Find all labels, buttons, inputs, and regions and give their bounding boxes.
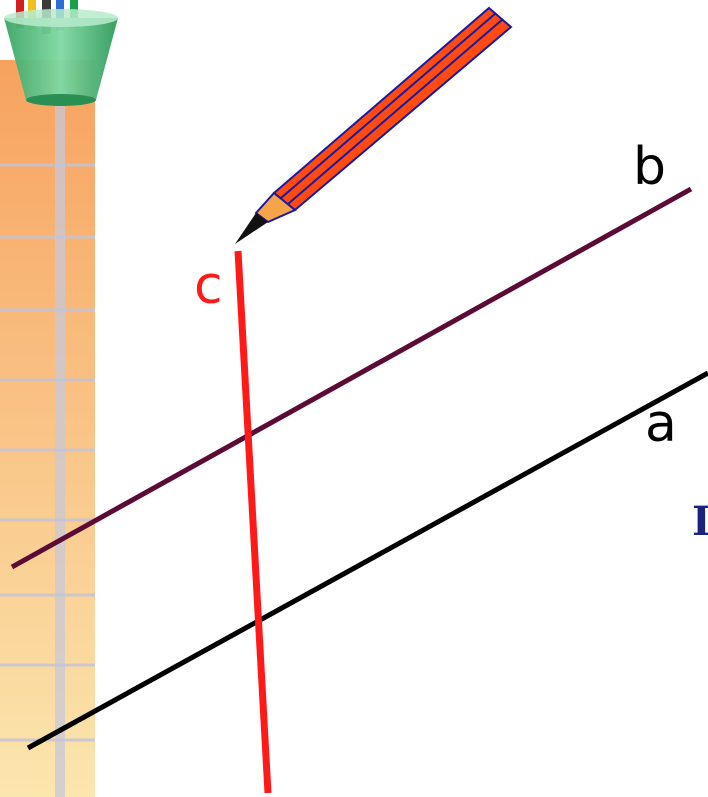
label-a: a bbox=[645, 394, 677, 454]
decorative-ruler-strip bbox=[0, 60, 95, 797]
pencil-cup-icon bbox=[4, 0, 118, 106]
line-c bbox=[234, 250, 272, 794]
label-c: c bbox=[194, 256, 223, 316]
line-b bbox=[10, 186, 693, 570]
line-a bbox=[26, 370, 708, 751]
pencil-icon bbox=[235, 6, 513, 244]
edge-glyph: I bbox=[692, 498, 708, 545]
label-b: b bbox=[633, 137, 666, 197]
